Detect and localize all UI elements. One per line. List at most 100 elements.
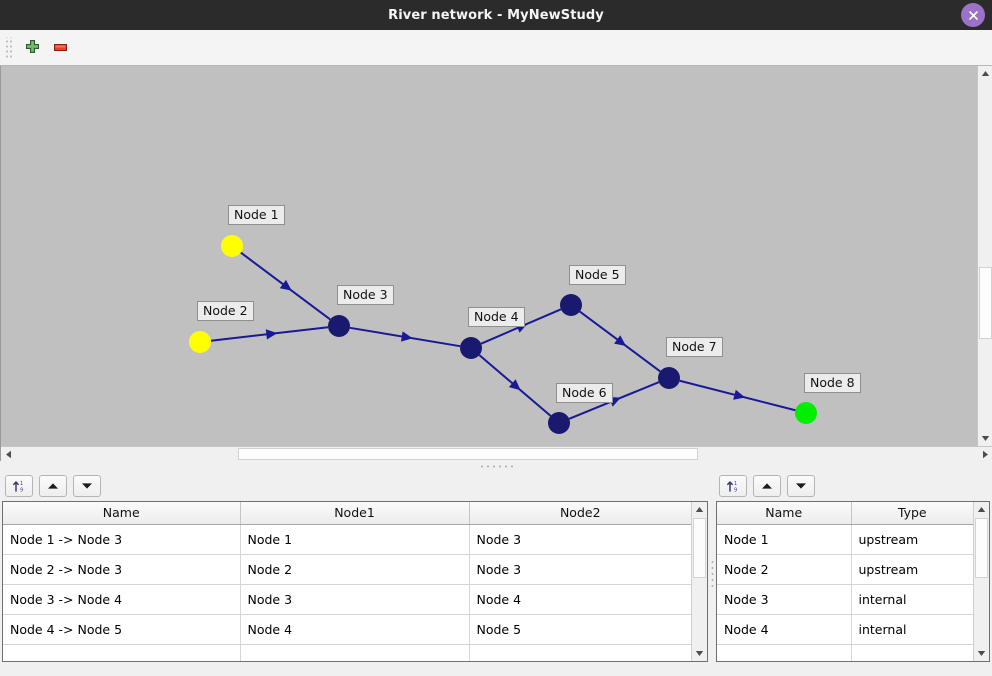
edge-arrowhead	[733, 389, 746, 400]
nodes-scroll-down-button[interactable]	[974, 646, 989, 661]
nodes-table-column-header-name[interactable]: Name	[717, 502, 852, 525]
reaches-table-cell[interactable]: Node 3	[240, 584, 470, 615]
canvas-hscroll-thumb[interactable]	[238, 448, 698, 460]
nodes-table-cell[interactable]	[717, 644, 852, 661]
sort-ascending-icon: 1 9	[727, 481, 737, 493]
graph-node-node-2[interactable]	[189, 331, 211, 353]
reaches-table-cell[interactable]: Node 3 -> Node 4	[3, 584, 241, 615]
reaches-sort-button[interactable]: 1 9	[5, 475, 33, 497]
graph-node-node-1[interactable]	[221, 235, 243, 257]
edge-arrowhead	[400, 331, 413, 342]
nodes-table-cell[interactable]: upstream	[851, 554, 973, 585]
reaches-table-cell[interactable]	[3, 644, 241, 661]
nodes-scroll-up-button[interactable]	[974, 502, 989, 517]
nodes-table-cell[interactable]: internal	[851, 614, 973, 645]
nodes-table-cell[interactable]: Node 1	[717, 524, 852, 555]
graph-node-node-3[interactable]	[328, 315, 350, 337]
canvas-vertical-scrollbar[interactable]	[977, 66, 992, 446]
graph-node-node-7[interactable]	[658, 367, 680, 389]
toolbar-drag-handle[interactable]	[4, 36, 13, 59]
vertical-splitter[interactable]	[710, 471, 714, 676]
graph-node-node-8[interactable]	[795, 402, 817, 424]
nodes-vscroll-thumb[interactable]	[975, 518, 988, 578]
nodes-move-up-button[interactable]	[753, 475, 781, 497]
reaches-panel: 1 9	[0, 471, 710, 676]
reaches-table-cell[interactable]	[469, 644, 691, 661]
triangle-up-icon	[981, 71, 990, 76]
canvas-vscroll-thumb[interactable]	[979, 267, 992, 339]
node-label-node-7[interactable]: Node 7	[666, 337, 723, 358]
nodes-table-cell[interactable]: Node 2	[717, 554, 852, 585]
nodes-move-down-button[interactable]	[787, 475, 815, 497]
reaches-table-cell[interactable]: Node 5	[469, 614, 691, 645]
reaches-table-cell[interactable]	[240, 644, 470, 661]
node-label-node-3[interactable]: Node 3	[337, 285, 394, 306]
canvas-horizontal-scrollbar[interactable]	[1, 446, 992, 461]
scroll-right-button[interactable]	[978, 447, 992, 461]
reaches-table-cell[interactable]: Node 3	[469, 524, 691, 555]
close-button[interactable]	[961, 3, 985, 27]
reaches-table-cell[interactable]: Node 1 -> Node 3	[3, 524, 241, 555]
reaches-move-down-button[interactable]	[73, 475, 101, 497]
node-label-node-4[interactable]: Node 4	[468, 307, 525, 328]
graph-node-node-4[interactable]	[460, 337, 482, 359]
title-bar: River network - MyNewStudy	[0, 0, 992, 30]
reaches-table-cell[interactable]: Node 4	[240, 614, 470, 645]
canvas-vscroll-track[interactable]	[978, 81, 992, 431]
node-label-node-5[interactable]: Node 5	[569, 265, 626, 286]
nodes-sort-button[interactable]: 1 9	[719, 475, 747, 497]
triangle-right-icon	[983, 450, 988, 458]
network-canvas[interactable]: Node 1 Node 2 Node 3 Node 4 Node 5 Node 6 Node…	[1, 66, 978, 446]
graph-node-node-6[interactable]	[548, 412, 570, 434]
nodes-table-cell[interactable]: internal	[851, 584, 973, 615]
reaches-table-cell[interactable]: Node 2	[240, 554, 470, 585]
delete-node-button[interactable]	[46, 34, 74, 62]
node-label-node-2[interactable]: Node 2	[197, 301, 254, 322]
scroll-down-button[interactable]	[978, 431, 992, 446]
reaches-scroll-up-button[interactable]	[692, 502, 707, 517]
scroll-left-button[interactable]	[1, 447, 16, 461]
reaches-table-cell[interactable]: Node 1	[240, 524, 470, 555]
reaches-table-column-header-node1[interactable]: Node1	[240, 502, 470, 525]
reaches-table-column-header-name[interactable]: Name	[3, 502, 241, 525]
nodes-vertical-scrollbar[interactable]	[973, 502, 989, 661]
reaches-table-cell[interactable]: Node 3	[469, 554, 691, 585]
reaches-vertical-scrollbar[interactable]	[691, 502, 707, 661]
nodes-table-empty-row[interactable]	[717, 644, 973, 661]
reaches-table-cell[interactable]: Node 4 -> Node 5	[3, 614, 241, 645]
reaches-table-cell[interactable]: Node 4	[469, 584, 691, 615]
reaches-scroll-down-button[interactable]	[692, 646, 707, 661]
reaches-table-empty-row[interactable]	[3, 644, 691, 661]
horizontal-splitter[interactable]	[0, 461, 992, 471]
node-label-node-8[interactable]: Node 8	[804, 373, 861, 394]
nodes-table-cell[interactable]	[851, 644, 973, 661]
nodes-table-cell[interactable]: Node 4	[717, 614, 852, 645]
node-label-node-1[interactable]: Node 1	[228, 205, 285, 226]
nodes-table-cell[interactable]: Node 3	[717, 584, 852, 615]
reaches-move-up-button[interactable]	[39, 475, 67, 497]
reaches-table-cell[interactable]: Node 2 -> Node 3	[3, 554, 241, 585]
nodes-table-column-header-type[interactable]: Type	[851, 502, 973, 525]
reaches-table-column-header-node2[interactable]: Node2	[469, 502, 691, 525]
svg-text:1: 1	[734, 481, 737, 487]
node-label-node-6[interactable]: Node 6	[556, 383, 613, 404]
nodes-table-cell[interactable]: upstream	[851, 524, 973, 555]
scroll-up-button[interactable]	[978, 66, 992, 81]
add-node-button[interactable]	[18, 34, 46, 62]
reaches-vscroll-thumb[interactable]	[693, 518, 706, 578]
graph-node-node-5[interactable]	[560, 294, 582, 316]
